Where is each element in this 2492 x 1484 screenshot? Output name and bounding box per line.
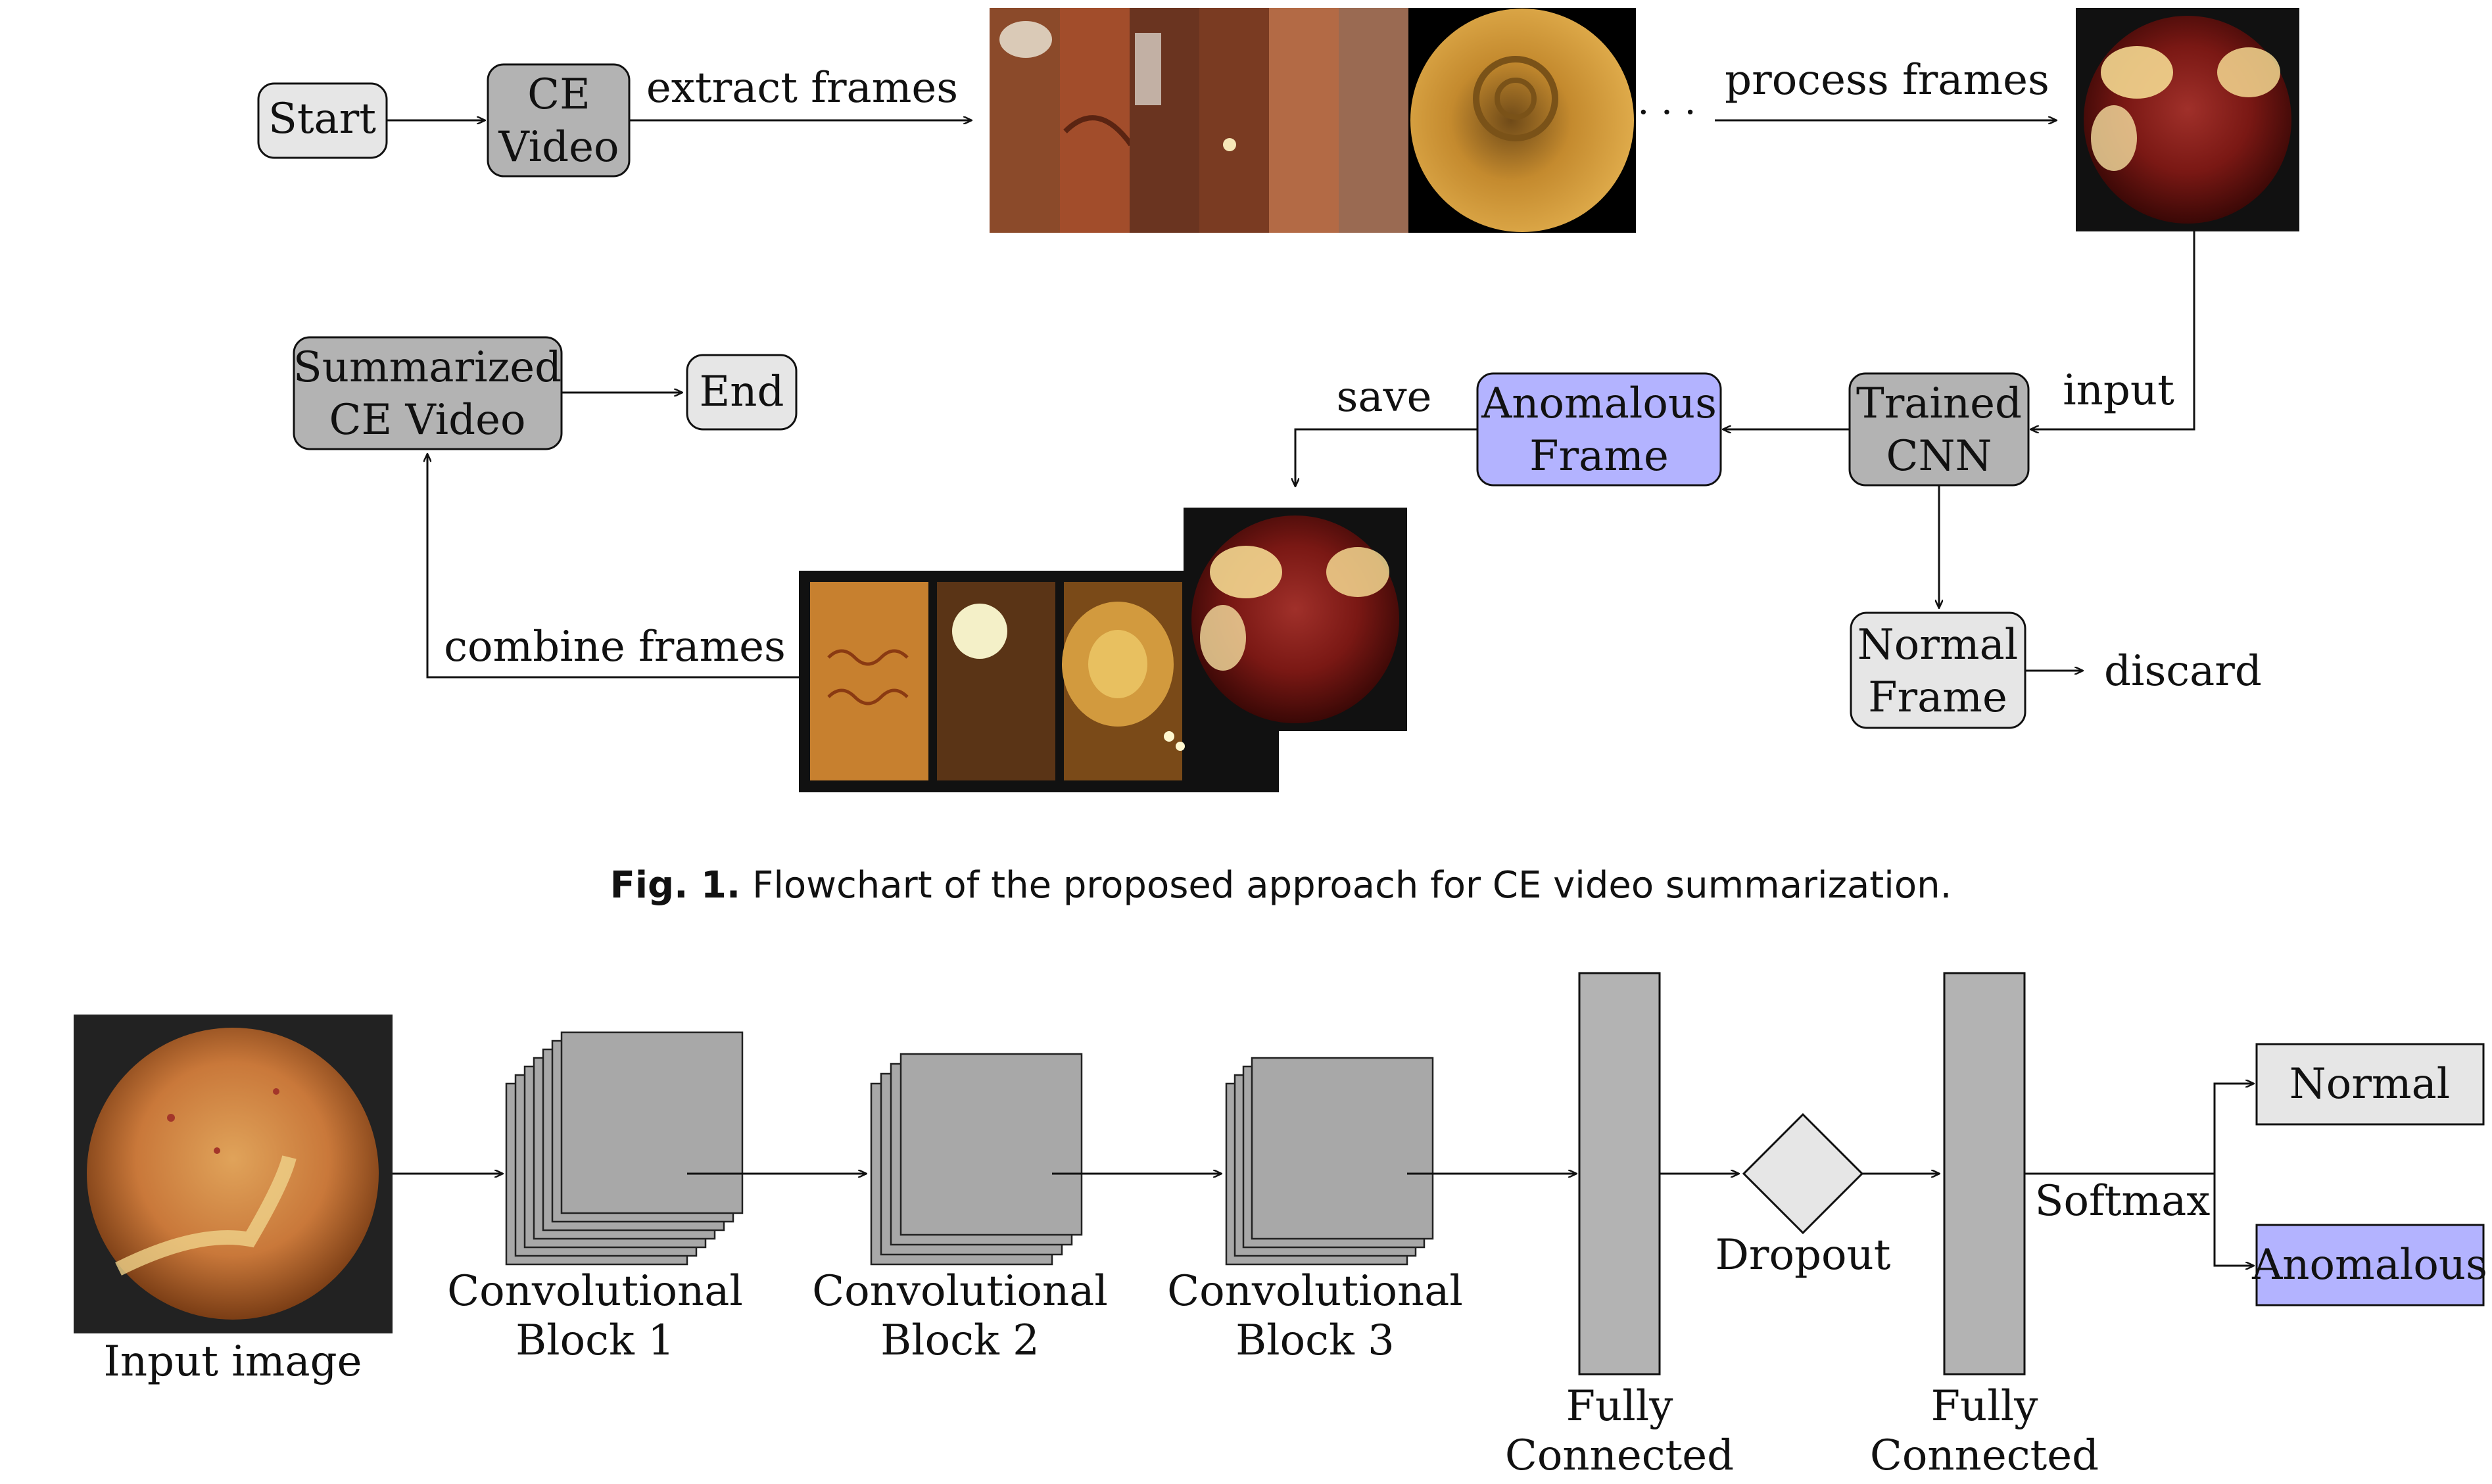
block3-label-line2: Block 3 [1235,1316,1395,1365]
combine-frames-arrow [427,454,799,679]
trained-cnn-label-line2: CNN [1886,432,1992,481]
block2-label-line2: Block 2 [880,1316,1040,1365]
anomalous-output-label: Anomalous [2251,1241,2487,1289]
frame-thumb-6 [1339,8,1411,233]
processed-frame-image [2076,8,2299,231]
block1-label-line1: Convolutional [447,1267,743,1316]
summarized-label-line2: CE Video [329,396,526,444]
fully-connected-layer-1 [1578,972,1661,1376]
trained-cnn-label-line1: Trained [1856,379,2022,428]
normal-frame-label-line2: Frame [1868,673,2007,722]
fc1-label-line1: Fully [1566,1382,1673,1431]
end-label: End [700,368,784,416]
normal-output-node: Normal [2255,1043,2485,1126]
softmax-to-anomalous-arrow [2213,1174,2254,1266]
start-node: Start [257,82,388,159]
trained-cnn-node: Trained CNN [1848,372,2030,487]
figure-1-caption: Fig. 1. Flowchart of the proposed approac… [610,864,1952,907]
softmax-to-normal-arrow [2213,1084,2254,1174]
figure-1-flowchart: Start CE Video extract frames [257,8,2299,907]
fc2-label-line1: Fully [1931,1382,2038,1431]
anomalous-frame-node: Anomalous Frame [1476,372,1722,487]
anomalous-thumb-2 [937,582,1055,780]
anomalous-thumb-4 [1184,508,1407,731]
frame-thumb-1 [990,8,1062,233]
ce-video-label-line1: CE [527,70,590,119]
ce-video-node: CE Video [487,63,631,178]
anomalous-frame-label-line1: Anomalous [1481,379,1717,428]
extract-frames-label: extract frames [646,64,958,112]
start-label: Start [268,95,376,143]
conv-block-3 [1225,1057,1434,1266]
figure-2-architecture: Input image Convolutional Block 1 Convol… [74,972,2487,1480]
fc2-label-line2: Connected [1870,1431,2099,1480]
normal-frame-label-line1: Normal [1857,621,2018,669]
input-label: input [2063,366,2174,415]
fully-connected-layer-2 [1943,972,2026,1376]
ce-video-label-line2: Video [498,123,619,172]
normal-output-label: Normal [2289,1060,2450,1109]
frame-thumb-7 [1408,8,1636,233]
caption-text: Flowchart of the proposed approach for C… [752,864,1952,907]
conv-block-1 [505,1031,744,1266]
discard-label: discard [2104,647,2262,696]
anomalous-output-node: Anomalous [2251,1224,2487,1306]
input-arrow [2030,231,2195,429]
anomalous-thumb-1 [810,582,928,780]
combine-frames-label: combine frames [444,623,786,671]
normal-frame-node: Normal Frame [1850,611,2026,729]
save-label: save [1336,373,1431,421]
more-frames-ellipsis: · · · [1637,91,1696,134]
input-image-label: Input image [104,1337,362,1386]
anomalous-frame-label-line2: Frame [1529,432,1669,481]
summarized-video-node: Summarized CE Video [293,336,563,450]
softmax-label: Softmax [2035,1177,2211,1226]
extracted-frames-strip [990,8,1636,233]
block3-label-line1: Convolutional [1167,1267,1463,1316]
caption-label: Fig. 1. [610,864,741,907]
input-image [74,1015,393,1333]
anomalous-thumb-3 [1062,582,1185,780]
dropout-node [1742,1113,1864,1235]
end-node: End [686,354,798,431]
fc1-label-line2: Connected [1505,1431,1734,1480]
frame-thumb-3 [1130,8,1202,233]
frame-thumb-2 [1060,8,1134,233]
anomalous-frames-collage [799,508,1407,792]
summarized-label-line1: Summarized [293,343,562,392]
save-arrow [1295,428,1477,487]
conv-block-2 [870,1053,1083,1266]
block1-label-line2: Block 1 [515,1316,675,1365]
dropout-label: Dropout [1715,1231,1891,1280]
process-frames-label: process frames [1725,56,2049,105]
frame-thumb-4 [1199,8,1272,233]
block2-label-line1: Convolutional [812,1267,1108,1316]
frame-thumb-5 [1269,8,1341,233]
